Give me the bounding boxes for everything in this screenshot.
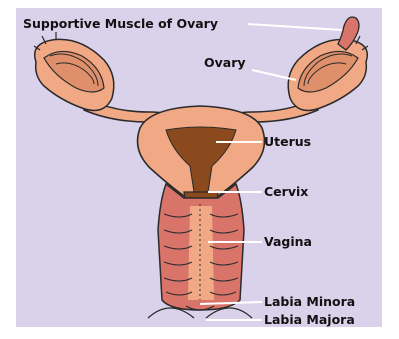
label-ovary: Ovary xyxy=(204,56,246,70)
label-uterus: Uterus xyxy=(264,135,311,149)
label-labia-majora: Labia Majora xyxy=(264,313,355,327)
label-supportive-muscle: Supportive Muscle of Ovary xyxy=(23,17,218,31)
vaginal-canal xyxy=(188,206,214,300)
label-vagina: Vagina xyxy=(264,235,312,249)
label-labia-minora: Labia Minora xyxy=(264,295,355,309)
label-cervix: Cervix xyxy=(264,185,308,199)
